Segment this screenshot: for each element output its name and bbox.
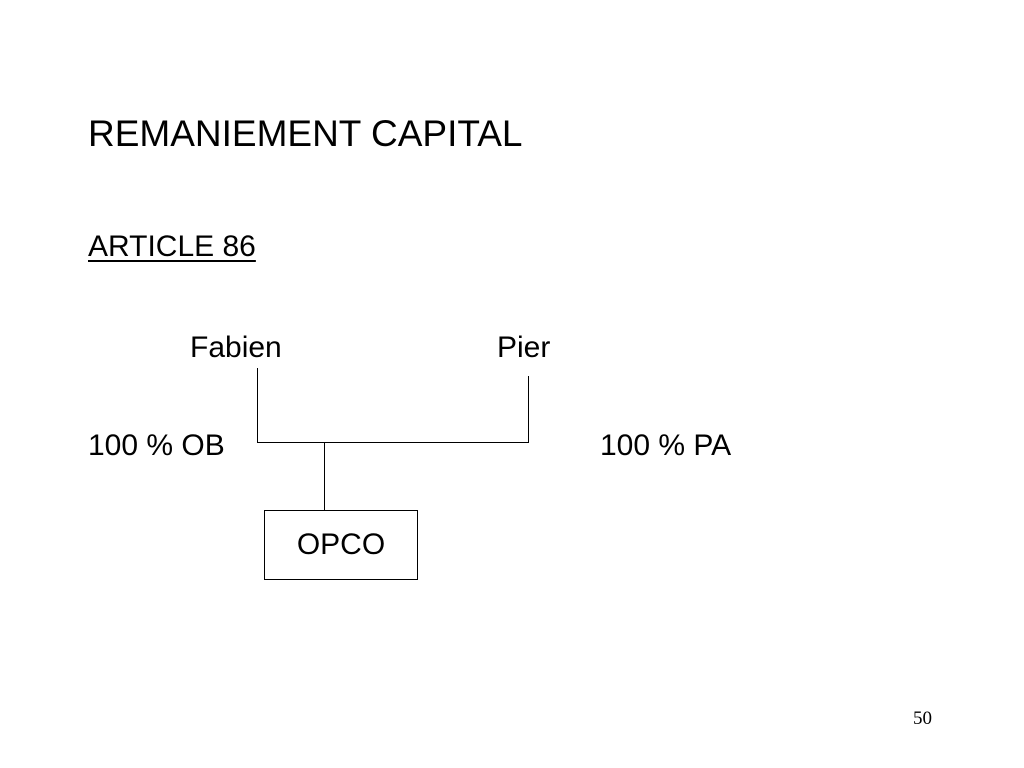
page-number: 50: [913, 708, 932, 729]
slide-title: REMANIEMENT CAPITAL: [88, 113, 523, 154]
connector-to-opco-vertical: [324, 442, 325, 511]
stake-ob-label: 100 % OB: [88, 429, 225, 462]
article-heading: ARTICLE 86: [88, 230, 256, 263]
stake-pa-label: 100 % PA: [600, 429, 732, 462]
connector-pier-vertical: [528, 376, 529, 443]
owner-pier-label: Pier: [497, 331, 551, 364]
owner-fabien-label: Fabien: [190, 331, 282, 364]
connector-fabien-vertical: [257, 368, 258, 443]
opco-label: OPCO: [296, 528, 386, 561]
opco-box: OPCO: [264, 510, 418, 580]
connector-owners-horizontal: [257, 442, 529, 443]
